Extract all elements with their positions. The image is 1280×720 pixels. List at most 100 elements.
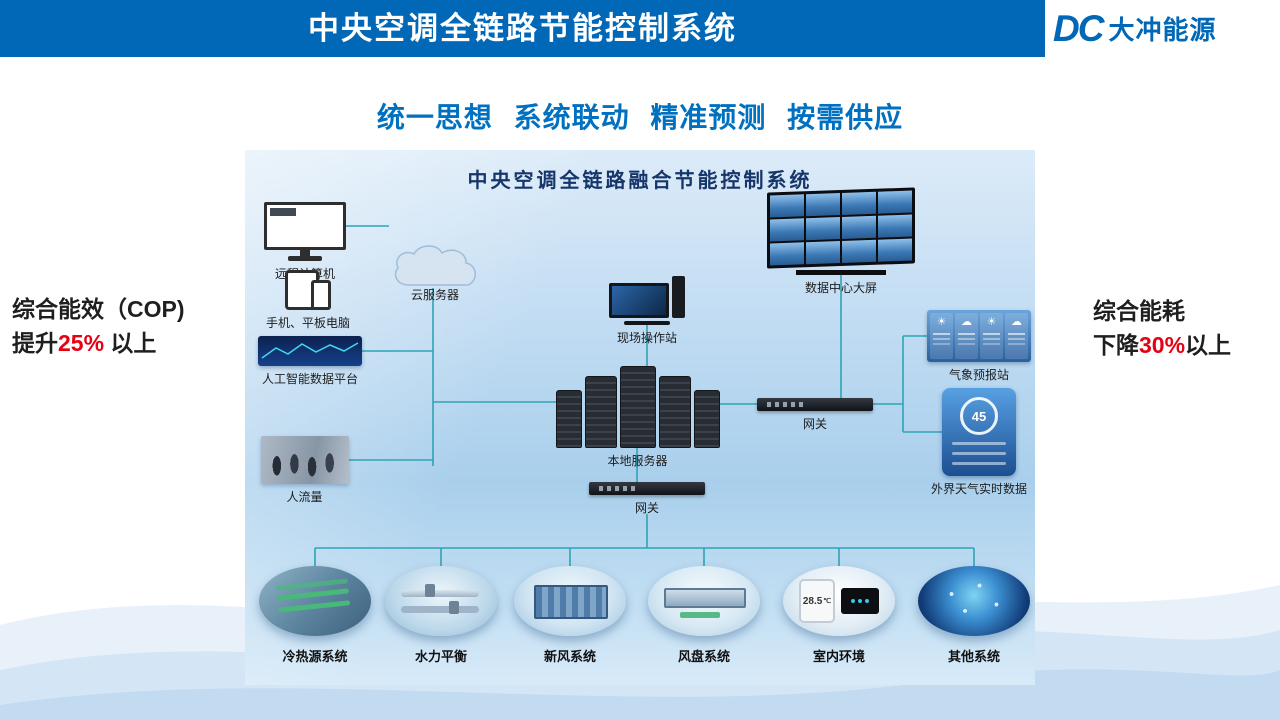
server-tower bbox=[619, 366, 656, 448]
weather-cell: ☁ bbox=[955, 313, 978, 359]
video-wall-tile bbox=[770, 218, 804, 242]
weather-dial: 45 bbox=[960, 397, 998, 435]
node-field-station: 现场操作站 bbox=[597, 276, 697, 346]
company-logo: DC 大冲能源 bbox=[1045, 0, 1280, 57]
fan-coil-duct-icon bbox=[648, 566, 760, 636]
control-panel-icon bbox=[841, 588, 879, 614]
connection-lines bbox=[314, 225, 975, 566]
weather-data-row bbox=[952, 452, 1006, 455]
crowd-photo-icon bbox=[260, 436, 349, 484]
phone-tablet-icon bbox=[285, 270, 331, 310]
indoor-environment-icon: 28.5℃ bbox=[783, 566, 895, 636]
cloud-icon bbox=[394, 245, 476, 286]
weather-cell: ☀ bbox=[980, 313, 1003, 359]
video-wall-tile bbox=[842, 191, 876, 215]
subsystem-label: 新风系统 bbox=[543, 649, 596, 664]
workstation-screen bbox=[612, 286, 666, 315]
cloud-icon: ☁ bbox=[1011, 316, 1022, 328]
video-wall-tile bbox=[770, 194, 804, 218]
architecture-diagram: 中央空调全链路融合节能控制系统 远程计算机 手机、平板电脑 云服务器 bbox=[245, 150, 1035, 685]
weather-app-icon: 45 bbox=[942, 388, 1016, 476]
logo-dc-icon: DC bbox=[1053, 7, 1104, 49]
subsystem-fan-coil: 风盘系统 bbox=[648, 566, 760, 665]
node-label: 人工智能数据平台 bbox=[261, 372, 358, 386]
node-weather-realtime: 45 外界天气实时数据 bbox=[931, 388, 1027, 497]
network-globe-icon bbox=[918, 566, 1030, 636]
right-stat-line: 下降30%以上 bbox=[1093, 328, 1231, 362]
node-mobile-devices: 手机、平板电脑 bbox=[263, 270, 353, 331]
node-gateway-bottom: 网关 bbox=[588, 482, 706, 516]
page-title: 中央空调全链路节能控制系统 bbox=[308, 11, 737, 46]
server-tower bbox=[658, 376, 691, 448]
phone-icon bbox=[311, 280, 331, 310]
subsystem-cooling-heating: 冷热源系统 bbox=[259, 566, 371, 665]
server-tower bbox=[584, 376, 617, 448]
server-tower bbox=[693, 390, 720, 448]
cloud-icon: ☁ bbox=[961, 316, 972, 328]
video-wall-tile bbox=[878, 190, 912, 214]
chart-line-icon bbox=[261, 342, 359, 359]
left-stat: 综合能效（COP) 提升25% 以上 bbox=[12, 292, 185, 360]
logo-company-name: 大冲能源 bbox=[1108, 15, 1217, 45]
subsystem-other: 其他系统 bbox=[918, 566, 1030, 665]
video-wall-tile bbox=[842, 239, 876, 263]
left-stat-value: 25% bbox=[58, 330, 105, 356]
video-wall-tile bbox=[770, 242, 804, 266]
node-label: 云服务器 bbox=[410, 288, 459, 302]
weather-cell: ☀ bbox=[930, 313, 953, 359]
left-stat-prefix: 提升 bbox=[12, 330, 58, 356]
right-stat: 综合能耗 下降30%以上 bbox=[1093, 294, 1231, 362]
node-cloud-server: 云服务器 bbox=[385, 242, 485, 303]
video-wall-tile bbox=[878, 214, 912, 238]
monitor-icon bbox=[264, 202, 346, 250]
cooling-heating-plant-icon bbox=[259, 566, 371, 636]
indicator-dot bbox=[865, 599, 869, 603]
gateway-icon bbox=[589, 482, 705, 495]
thermostat-temp: 28.5 bbox=[802, 595, 823, 607]
node-people-flow: 人流量 bbox=[257, 436, 352, 505]
diagram-title: 中央空调全链路融合节能控制系统 bbox=[467, 170, 813, 192]
node-label: 数据中心大屏 bbox=[804, 281, 877, 295]
thermostat-unit: ℃ bbox=[823, 598, 832, 605]
subsystem-hydraulic-balance: 水力平衡 bbox=[385, 566, 497, 665]
weather-cell: ☁ bbox=[1005, 313, 1028, 359]
right-stat-title: 综合能耗 bbox=[1093, 298, 1185, 324]
node-gateway-right: 网关 bbox=[755, 398, 875, 432]
indicator-dot bbox=[858, 599, 862, 603]
video-wall-icon bbox=[767, 187, 915, 269]
server-tower bbox=[555, 390, 582, 448]
video-wall-tile bbox=[806, 241, 840, 265]
workstation-tower bbox=[672, 276, 685, 318]
video-wall-tile bbox=[842, 215, 876, 239]
right-stat-value: 30% bbox=[1139, 332, 1186, 358]
node-label: 现场操作站 bbox=[616, 331, 677, 345]
left-stat-suffix: 以上 bbox=[104, 330, 157, 356]
gateway-icon bbox=[757, 398, 873, 411]
node-weather-station: ☀ ☁ ☀ ☁ 气象预报站 bbox=[925, 310, 1033, 383]
subsystem-label: 风盘系统 bbox=[677, 649, 730, 664]
video-wall-stand bbox=[796, 270, 886, 275]
video-wall-tile bbox=[878, 238, 912, 262]
video-wall-tile bbox=[806, 217, 840, 241]
dashboard-icon bbox=[258, 336, 362, 366]
subsystem-indoor-env: 28.5℃ 室内环境 bbox=[783, 566, 895, 665]
weather-data-row bbox=[952, 442, 1006, 445]
workstation-base bbox=[624, 321, 670, 325]
node-datacenter-screen: 数据中心大屏 bbox=[765, 187, 917, 296]
monitor-base bbox=[288, 256, 322, 261]
subsystem-label: 室内环境 bbox=[812, 649, 865, 664]
subsystem-label: 水力平衡 bbox=[414, 649, 467, 664]
slide-subtitle: 统一思想 系统联动 精准预测 按需供应 bbox=[376, 102, 904, 133]
indicator-dot bbox=[851, 599, 855, 603]
weather-panel-icon: ☀ ☁ ☀ ☁ bbox=[927, 310, 1031, 362]
node-local-server: 本地服务器 bbox=[540, 366, 735, 469]
node-label: 本地服务器 bbox=[607, 454, 668, 468]
sun-icon: ☀ bbox=[986, 316, 997, 328]
right-stat-prefix: 下降 bbox=[1093, 332, 1139, 358]
right-stat-suffix: 以上 bbox=[1185, 332, 1232, 358]
node-label: 气象预报站 bbox=[948, 368, 1009, 382]
sun-icon: ☀ bbox=[936, 316, 947, 328]
node-label: 人流量 bbox=[286, 490, 323, 504]
weather-data-row bbox=[952, 462, 1006, 465]
